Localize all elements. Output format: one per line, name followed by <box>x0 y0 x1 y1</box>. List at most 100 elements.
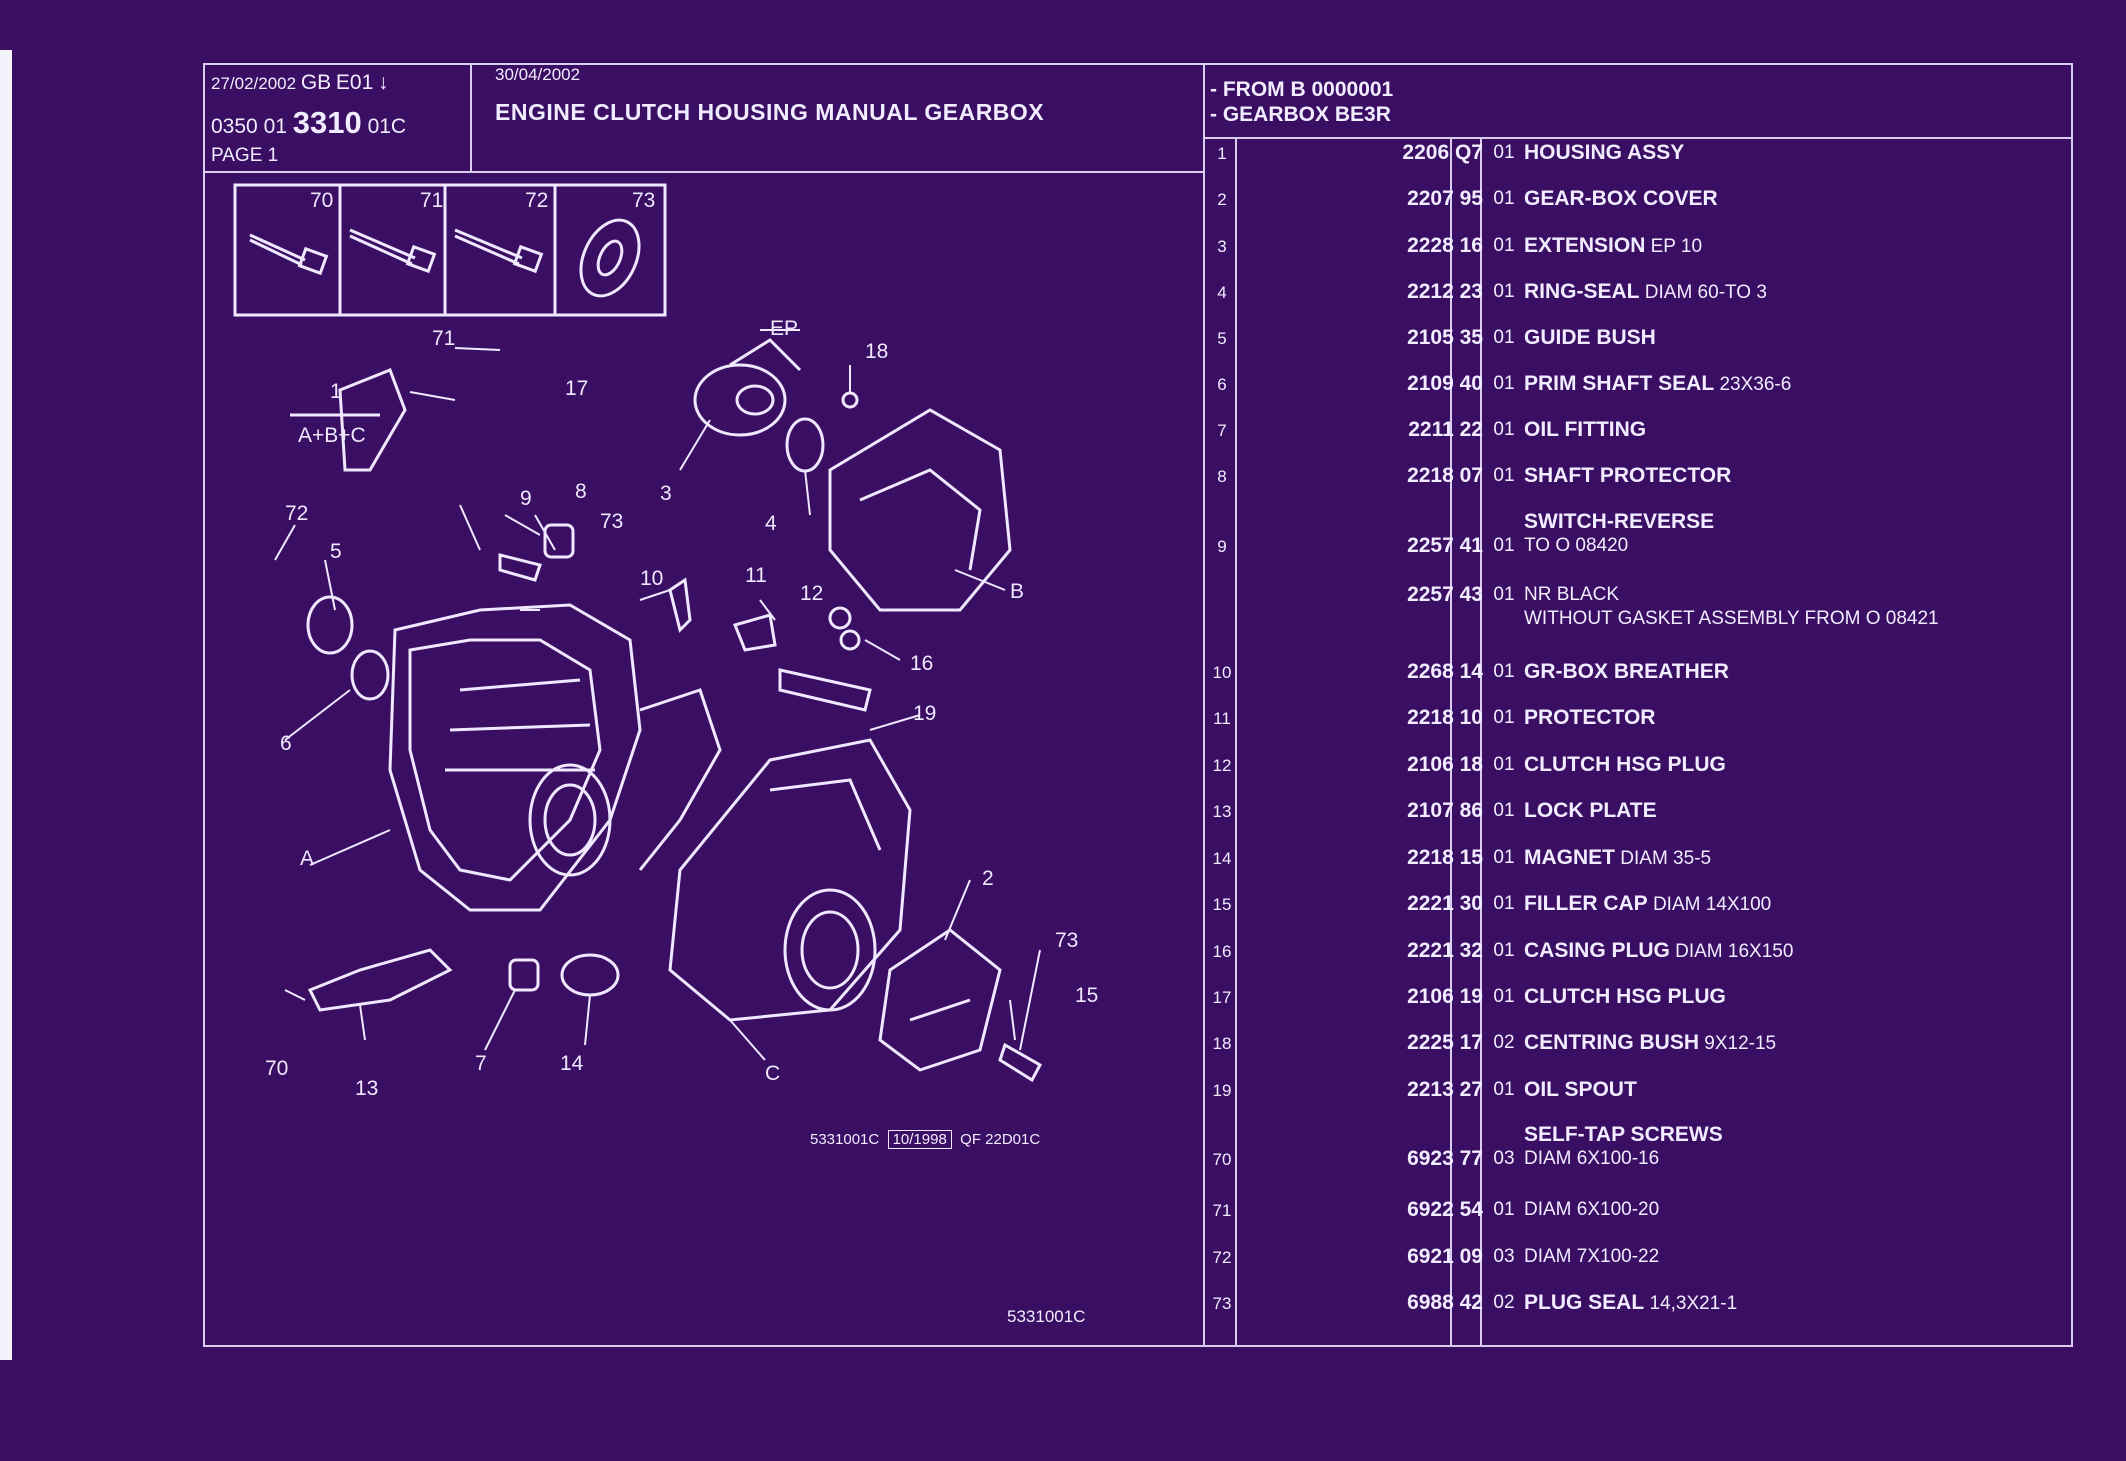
part-description: CLUTCH HSG PLUG <box>1524 753 1726 776</box>
item-number: 11 <box>1213 709 1231 728</box>
part-reference: 6921 09 <box>1407 1245 1483 1268</box>
part-quantity: 01 <box>1493 584 1515 605</box>
item-number: 13 <box>1212 802 1232 821</box>
callout-73b: 73 <box>1055 929 1078 952</box>
callout-ep: EP <box>770 317 798 340</box>
part-quantity: 01 <box>1493 707 1515 728</box>
leader-lines <box>274 329 1041 1061</box>
inset-label-73: 73 <box>632 189 655 212</box>
part-reference: 6988 42 <box>1407 1291 1483 1314</box>
callout-13: 13 <box>355 1077 378 1100</box>
part-description: PRIM SHAFT SEAL 23X36-6 <box>1524 372 1792 395</box>
part-spec: DIAM 6X100-16 <box>1524 1148 1660 1169</box>
item-number: 9 <box>1217 537 1227 556</box>
part-quantity: 01 <box>1493 188 1515 209</box>
part-reference: 2228 16 <box>1407 234 1483 257</box>
applicability: - FROM B 0000001 - GEARBOX BE3R <box>1210 77 1393 127</box>
assembly-formula: 1 A+B+C <box>290 380 380 447</box>
item-number: 19 <box>1212 1081 1232 1100</box>
item-number: 6 <box>1217 375 1227 394</box>
item-number: 4 <box>1217 283 1227 302</box>
part-reference: 2213 27 <box>1407 1078 1483 1101</box>
serial-from: - FROM B 0000001 <box>1210 78 1394 101</box>
part-reference: 6923 77 <box>1407 1147 1483 1170</box>
part-reference: 2225 17 <box>1407 1031 1483 1054</box>
part-spec: DIAM 35-5 <box>1615 848 1712 869</box>
centring-bush-18-drawing <box>841 391 859 409</box>
footer-code: 5331001C <box>1007 1307 1086 1326</box>
part-quantity: 03 <box>1493 1246 1515 1267</box>
down-arrow-icon: ↓ <box>378 71 389 94</box>
part-spec: TO O 08420 <box>1524 535 1629 556</box>
part-reference: 2218 15 <box>1407 846 1483 869</box>
formula-bottom: A+B+C <box>298 424 366 447</box>
callout-19: 19 <box>913 702 936 725</box>
parts-sheet: 27/02/2002 GB E01 ↓ 0350 01 3310 01C PAG… <box>203 63 2073 1347</box>
callout-18: 18 <box>865 340 888 363</box>
part-description: GEAR-BOX COVER <box>1524 187 1718 210</box>
callout-15: 15 <box>1075 984 1098 1007</box>
housing-b-drawing <box>828 408 1012 612</box>
item-number: 71 <box>1212 1201 1232 1220</box>
part-spec: EP 10 <box>1645 236 1703 257</box>
part-quantity: 01 <box>1493 847 1515 868</box>
part-quantity: 01 <box>1493 419 1515 440</box>
page-title: ENGINE CLUTCH HOUSING MANUAL GEARBOX <box>495 99 1045 125</box>
part-spec-2: WITHOUT GASKET ASSEMBLY FROM O 08421 <box>1524 608 1939 629</box>
callout-a: A <box>300 847 314 870</box>
part-quantity: 01 <box>1493 893 1515 914</box>
housing-c-drawing <box>668 738 912 1022</box>
part-reference: 6922 54 <box>1407 1198 1483 1221</box>
part-spec: DIAM 7X100-22 <box>1524 1246 1660 1267</box>
callout-8: 8 <box>575 480 587 503</box>
part-spec: NR BLACK <box>1524 584 1620 605</box>
part-description: RING-SEAL DIAM 60-TO 3 <box>1524 280 1767 303</box>
diagram-caption: 5331001C 10/1998 QF 22D01C <box>810 1130 1040 1149</box>
callout-b: B <box>1010 580 1024 603</box>
part-description: CLUTCH HSG PLUG <box>1524 985 1726 1008</box>
part-reference: 2211 22 <box>1408 418 1483 441</box>
callout-7: 7 <box>475 1052 487 1075</box>
ring-seal-4-drawing <box>785 417 825 473</box>
item-number: 10 <box>1212 663 1232 682</box>
section-code: 3310 <box>292 105 362 140</box>
part-description: HOUSING ASSY <box>1524 141 1685 164</box>
part-quantity: 01 <box>1493 1079 1515 1100</box>
prim-shaft-seal-6-drawing <box>350 649 390 701</box>
filler-cap-15-drawing <box>998 1042 1043 1083</box>
plug-seal-73-icon <box>579 218 641 298</box>
header-divider <box>470 65 472 171</box>
part-reference: 2218 07 <box>1407 464 1483 487</box>
part-reference: 2221 32 <box>1407 939 1483 962</box>
part-spec: 14,3X21-1 <box>1644 1293 1738 1314</box>
col-ref-border <box>1450 137 1452 1345</box>
part-spec: 23X36-6 <box>1714 374 1792 395</box>
film-edge <box>0 50 12 1360</box>
switch-9-drawing <box>498 553 542 582</box>
issue-date: 27/02/2002 <box>211 74 297 93</box>
group-code: 0350 <box>211 115 258 138</box>
part-reference: 2109 40 <box>1407 372 1483 395</box>
callout-10: 10 <box>640 567 663 590</box>
callout-c: C <box>765 1062 780 1085</box>
protector-11-drawing <box>732 613 777 652</box>
part-reference: 2206 Q7 <box>1402 141 1483 164</box>
part-quantity: 01 <box>1493 535 1515 556</box>
part-quantity: 01 <box>1493 940 1515 961</box>
part-description: OIL FITTING <box>1524 418 1647 441</box>
housing-a-drawing <box>388 603 722 912</box>
item-number: 12 <box>1212 756 1232 775</box>
part-spec: DIAM 14X100 <box>1647 894 1772 915</box>
table-header-rule <box>1203 137 2071 139</box>
callout-70: 70 <box>265 1057 288 1080</box>
lock-plate-13-drawing <box>307 948 453 1012</box>
part-reference: 2221 30 <box>1407 892 1483 915</box>
shaft-protector-8-drawing <box>543 523 575 559</box>
edition-code: E01 <box>335 71 374 94</box>
part-quantity: 01 <box>1493 142 1515 163</box>
callout-5: 5 <box>330 540 342 563</box>
oil-fitting-7-drawing <box>508 958 540 992</box>
part-description: PROTECTOR <box>1524 706 1656 729</box>
part-reference: 2207 95 <box>1407 187 1483 210</box>
part-description: MAGNET DIAM 35-5 <box>1524 846 1712 869</box>
